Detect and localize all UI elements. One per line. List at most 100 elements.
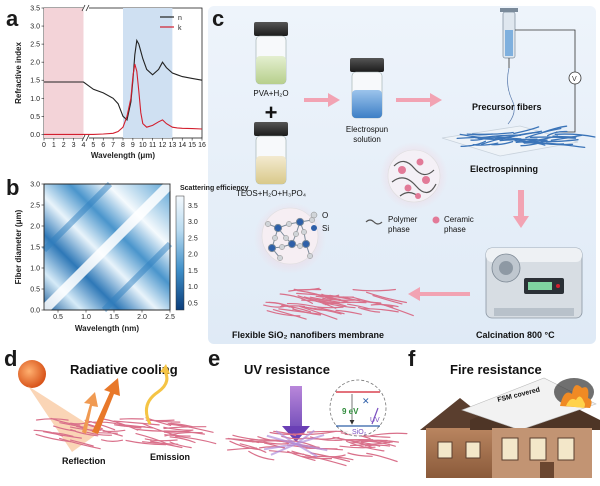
colorbar-tick-label: 2.5 [188,235,198,242]
ceramic-phase-line1: Ceramic [444,215,474,224]
vial-solution [350,58,384,119]
arrow-to-solution [304,93,340,107]
silicon-legend-label: Si [322,224,329,233]
vial-teos [254,122,288,185]
arrow-to-membrane [408,287,470,301]
x-tick-label: 1.0 [81,314,91,321]
legend-k: k [178,25,182,32]
sun-icon [18,360,46,388]
panel-label-a: a [6,6,19,31]
arrow-to-electrospinning [396,93,442,107]
x-tick-label: 14 [178,142,186,149]
series-line-k [44,63,203,135]
panel-d: Radiative cooling Reflection Emission [18,360,217,466]
axis-break-mark [81,4,90,142]
x-tick-label: 1 [52,142,56,149]
x-tick-label: 13 [168,142,176,149]
x-tick-label: 12 [159,142,167,149]
precursor-fibers-label: Precursor fibers [472,102,542,112]
polymer-phase-line2: phase [388,225,410,234]
y-tick-label: 1.0 [30,266,40,273]
reflection-arrow-1 [92,378,120,434]
panel-f: Fire resistance FSM covered [420,362,600,478]
y-tick-label: 1.0 [30,96,40,103]
panel-label-d: d [4,346,17,371]
uv-scatter-rays [263,429,328,458]
reflection-arrow-2 [82,392,98,434]
x-tick-label: 2.0 [137,314,147,321]
calcination-furnace [485,247,583,319]
vial-teos-label: TEOS+H₂O+H₃PO₄ [236,189,306,198]
calcination-label: Calcination 800 °C [476,330,555,340]
chart-a-xlabel: Wavelength (μm) [91,151,155,160]
x-tick-label: 9 [131,142,135,149]
colorbar-tick-label: 1.5 [188,268,198,275]
oxygen-legend-icon [310,211,318,219]
x-tick-label: 6 [101,142,105,149]
phase-magnifier [380,142,448,210]
y-tick-label: 0.5 [30,114,40,121]
sio2-label: SiO₂ [352,429,367,436]
legend-n: n [178,15,182,22]
x-tick-label: 11 [149,142,156,149]
electrospinning-label: Electrospinning [470,164,538,174]
bandgap-energy: 9 eV [342,407,359,416]
x-tick-label: 3 [72,142,76,149]
radiative-cooling-title: Radiative cooling [70,362,178,377]
series-line-n [44,38,203,121]
y-tick-label: 3.0 [30,182,40,189]
y-tick-label: 0.0 [30,132,40,139]
y-tick-label: 2.0 [30,224,40,231]
panel-label-c: c [212,6,224,31]
x-tick-label: 1.5 [109,314,119,321]
uv-beam [290,386,302,426]
emission-arrow [144,369,169,425]
chart-b-xlabel: Wavelength (nm) [75,324,139,333]
y-tick-label: 2.0 [30,60,40,67]
membrane-d [33,417,217,450]
uv-resistance-title: UV resistance [244,362,330,377]
colorbar [175,195,185,311]
colorbar-tick-label: 2.0 [188,252,198,259]
svg-text:V: V [572,76,577,83]
solution-label-line1: Electrospun [346,125,388,134]
x-tick-label: 4 [82,142,86,149]
x-tick-label: 10 [139,142,147,149]
y-tick-label: 0.5 [30,287,40,294]
x-tick-label: 2.5 [165,314,175,321]
x-tick-label: 0 [42,142,46,149]
x-tick-label: 2 [62,142,66,149]
ceramic-phase-line2: phase [444,225,466,234]
panel-label-f: f [408,346,416,371]
sio2-molecule [254,202,326,274]
colorbar-tick-label: 0.5 [188,300,198,307]
x-tick-label: 5 [91,142,95,149]
x-tick-label: 16 [198,142,206,149]
panel-c: PVA+H₂O + TEOS+H₂O+H₃PO₄ Electrospun sol… [232,8,596,340]
chart-b-ylabel: Fiber diameter (μm) [14,209,23,284]
uv-label: UV [370,417,380,424]
svg-text:✕: ✕ [362,396,370,406]
panel-label-b: b [6,175,19,200]
emission-label: Emission [150,452,190,462]
oxygen-legend-label: O [322,211,328,220]
polymer-phase-icon [365,219,383,225]
chart-a-ylabel: Refractive index [14,42,23,104]
x-tick-label: 15 [188,142,196,149]
solution-label-line2: solution [353,135,381,144]
high-voltage-circuit: V [515,29,582,133]
x-tick-label: 7 [111,142,115,149]
ceramic-phase-icon [432,216,440,224]
heatmap-ridge [40,180,174,314]
x-tick-label: 8 [121,142,125,149]
y-tick-label: 3.5 [30,6,40,13]
colorbar-tick-label: 3.0 [188,219,198,226]
shaded-region-1 [123,8,173,138]
vial-pva [254,22,288,85]
x-tick-label: 0.5 [53,314,63,321]
panel-e: UV resistance 9 eV ✕ UV SiO₂ [225,362,408,467]
chart-a-legend: n k [160,15,182,32]
plus-sign: + [265,100,278,125]
